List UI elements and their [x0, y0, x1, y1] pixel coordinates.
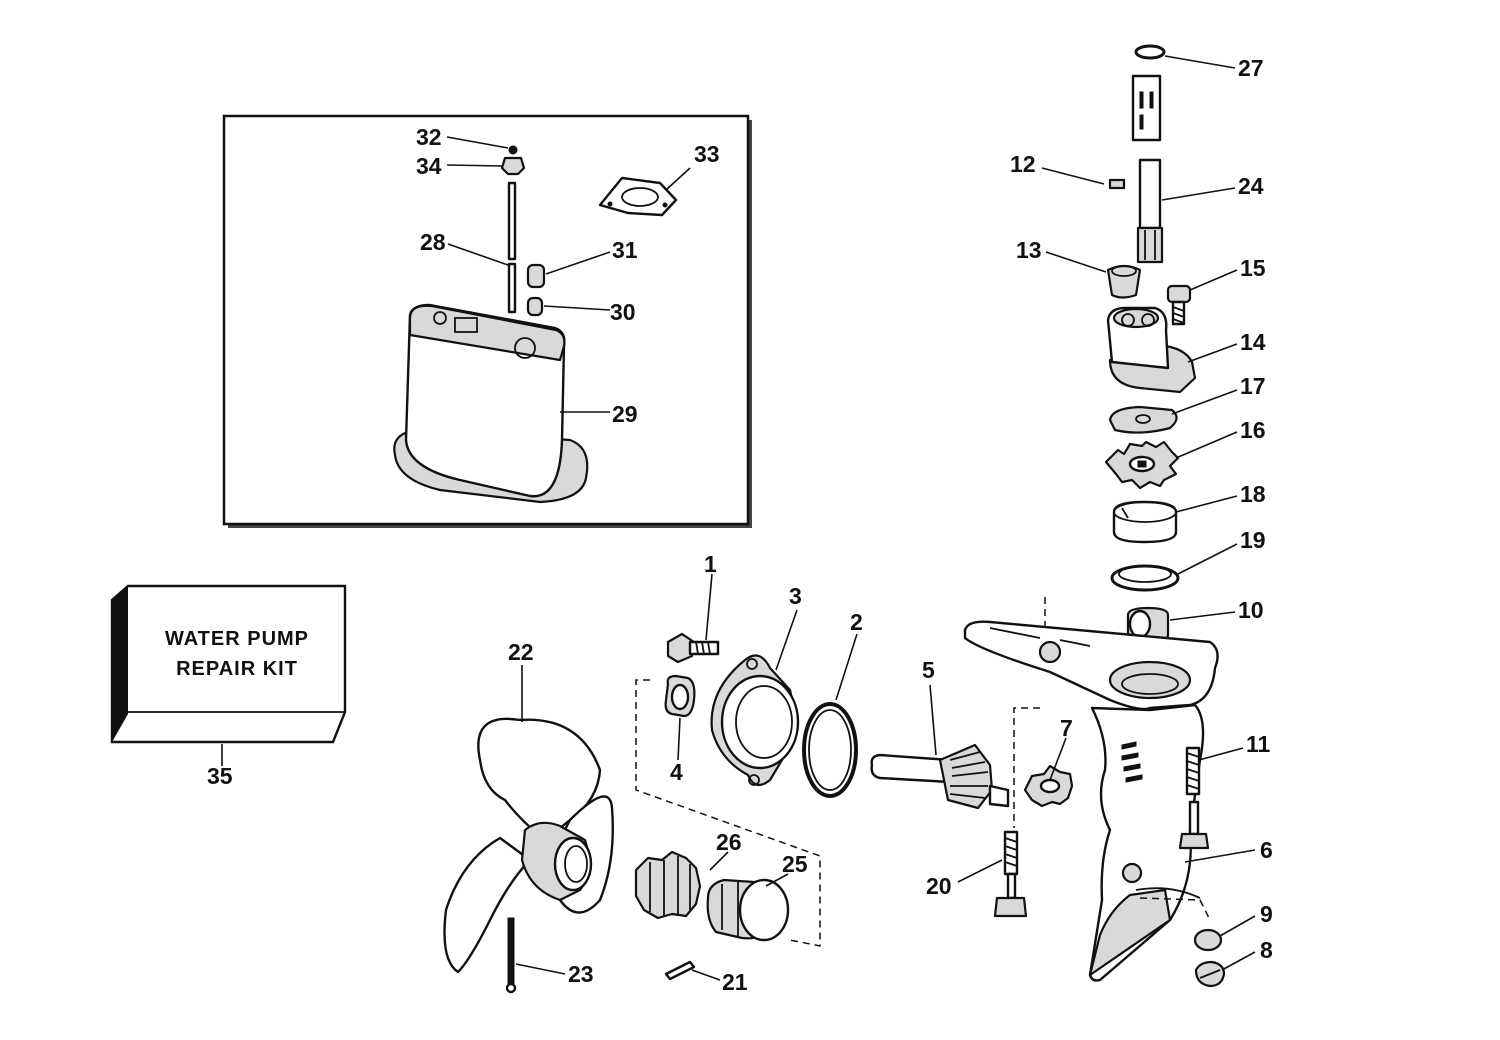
callout-16: 16 [1240, 417, 1266, 443]
callout-20: 20 [926, 873, 952, 899]
callout-12: 12 [1010, 151, 1036, 177]
part-31-bushing [526, 263, 546, 289]
part-17-plate [1108, 405, 1178, 434]
callout-7: 7 [1060, 715, 1073, 741]
part-32-washer [508, 145, 518, 155]
part-1-bolt [666, 632, 720, 664]
callout-4: 4 [670, 759, 683, 785]
part-24-driveshaft [1131, 74, 1164, 264]
part-18-liner [1112, 500, 1178, 544]
part-2-o-ring [802, 702, 858, 798]
part-35-repair-kit-box [110, 584, 347, 744]
callout-1: 1 [704, 551, 717, 577]
callout-25: 25 [782, 851, 808, 877]
callout-10: 10 [1238, 597, 1264, 623]
part-33-gasket [598, 176, 678, 217]
part-11-bolt [1178, 746, 1210, 850]
part-4-thrust-washer [664, 674, 696, 718]
part-9-washer [1193, 928, 1223, 952]
part-34-nut [500, 156, 526, 176]
callout-21: 21 [722, 969, 748, 995]
callout-24: 24 [1238, 173, 1264, 199]
part-6-gearcase [963, 620, 1219, 982]
callout-19: 19 [1240, 527, 1266, 553]
callout-28: 28 [420, 229, 446, 255]
leader-lines [221, 55, 1256, 981]
callout-8: 8 [1260, 937, 1273, 963]
part-28-rod [507, 181, 517, 314]
callout-26: 26 [716, 829, 742, 855]
kit-label-line1: WATER PUMP [165, 628, 309, 650]
guide-line-8-9 [1139, 897, 1211, 921]
part-7-pinion-gear [1023, 764, 1074, 808]
kit-label-line2: REPAIR KIT [176, 658, 298, 680]
callout-15: 15 [1240, 255, 1266, 281]
part-13-grommet [1106, 264, 1142, 299]
part-20-bolt [993, 830, 1028, 918]
callout-2: 2 [850, 609, 863, 635]
callout-14: 14 [1240, 329, 1266, 355]
callout-32: 32 [416, 124, 442, 150]
part-3-bearing-housing [710, 654, 800, 787]
part-14-pump-housing [1106, 306, 1197, 394]
callout-labels: 1 2 3 4 5 6 7 8 9 10 11 12 13 14 15 16 1… [207, 55, 1273, 995]
callout-35: 35 [207, 763, 233, 789]
guide-bracket-thrust-parts [635, 679, 821, 947]
part-21-shear-pin [664, 960, 696, 981]
part-30-bushing [526, 296, 544, 317]
part-27-o-ring [1134, 44, 1166, 60]
part-10-bearing [1126, 606, 1170, 644]
callout-18: 18 [1240, 481, 1266, 507]
part-29-exhaust-housing [393, 303, 589, 504]
callout-5: 5 [922, 657, 935, 683]
guide-line-20 [1013, 707, 1040, 828]
callout-33: 33 [694, 141, 720, 167]
part-22-propeller [443, 717, 614, 974]
callout-17: 17 [1240, 373, 1266, 399]
callout-13: 13 [1016, 237, 1042, 263]
part-12-pin [1108, 178, 1126, 190]
part-8-screw [1194, 960, 1226, 988]
part-15-screw [1166, 284, 1192, 326]
callout-23: 23 [568, 961, 594, 987]
part-25-hub [706, 878, 790, 942]
part-26-splined-hub [634, 850, 702, 920]
part-5-propeller-shaft [870, 743, 1010, 810]
callout-30: 30 [610, 299, 636, 325]
callout-34: 34 [416, 153, 442, 179]
callout-27: 27 [1238, 55, 1264, 81]
part-16-impeller [1104, 440, 1180, 490]
callout-22: 22 [508, 639, 534, 665]
part-19-seal [1110, 564, 1180, 592]
callout-31: 31 [612, 237, 638, 263]
callout-6: 6 [1260, 837, 1273, 863]
callout-9: 9 [1260, 901, 1273, 927]
callout-11: 11 [1246, 731, 1271, 757]
part-23-cotter-pin [505, 917, 517, 994]
callout-3: 3 [789, 583, 802, 609]
callout-29: 29 [612, 401, 638, 427]
